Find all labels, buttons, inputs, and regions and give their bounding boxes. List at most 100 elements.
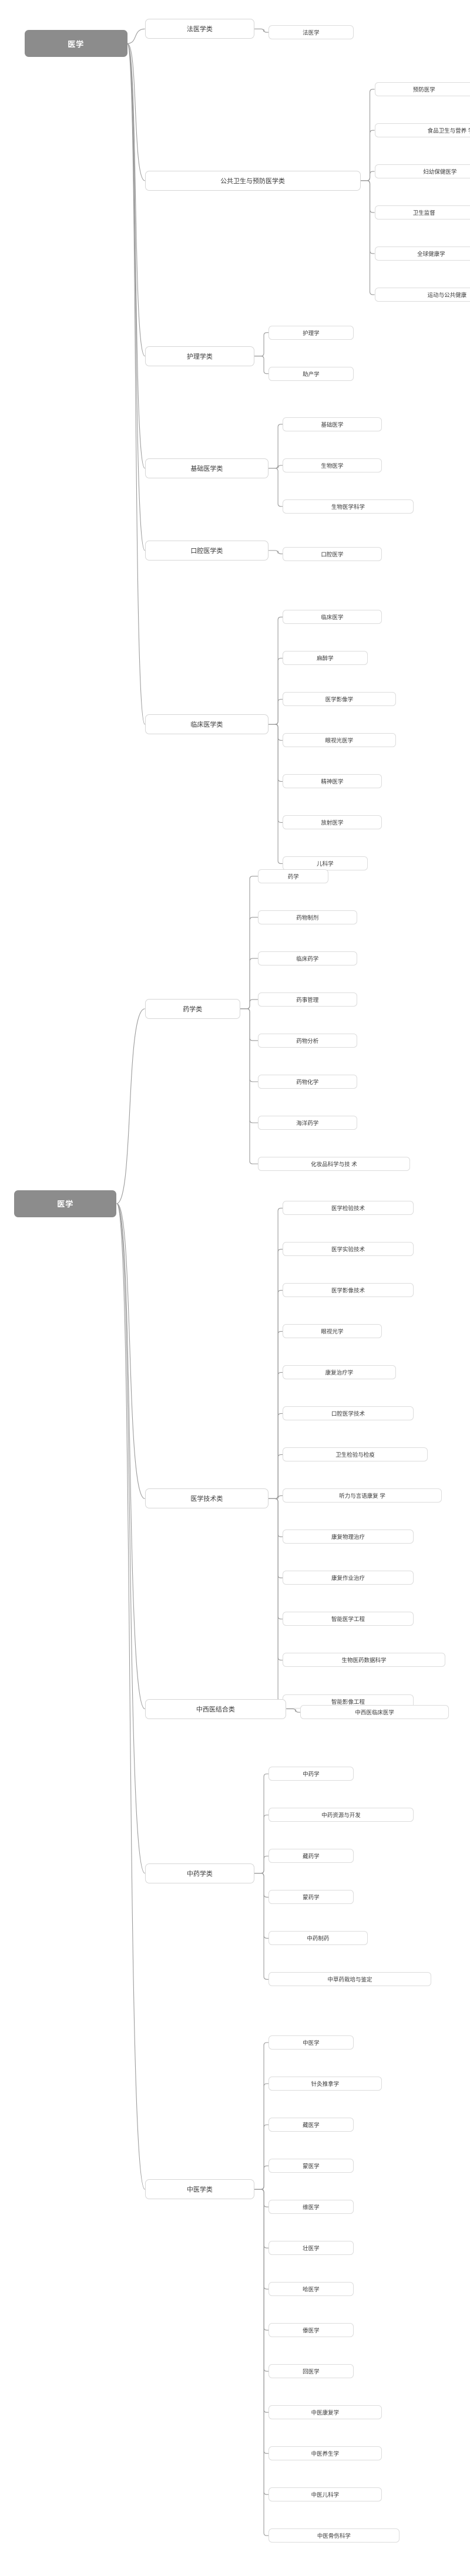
node-label: 化妆品科学与技 术 (311, 1162, 357, 1168)
mindmap-leaf-node[interactable]: 药物制剂 (258, 910, 357, 924)
mindmap-leaf-node[interactable]: 哈医学 (268, 2282, 354, 2297)
mindmap-leaf-node[interactable]: 回医学 (268, 2364, 354, 2379)
mindmap-leaf-node[interactable]: 临床药学 (258, 951, 357, 965)
node-label: 医学实验技术 (331, 1247, 365, 1254)
mindmap-category-node[interactable]: 护理学类 (145, 346, 255, 366)
mindmap-leaf-node[interactable]: 口腔医学技术 (283, 1406, 414, 1421)
mindmap-leaf-node[interactable]: 蒙医学 (268, 2159, 354, 2173)
mindmap-leaf-node[interactable]: 康复物理治疗 (283, 1530, 414, 1544)
mindmap-leaf-node[interactable]: 药事管理 (258, 992, 357, 1007)
mindmap-leaf-node[interactable]: 妇幼保健医学 (374, 164, 470, 179)
mindmap-leaf-node[interactable]: 食品卫生与营养 学 (374, 123, 470, 138)
mindmap-leaf-node[interactable]: 海洋药学 (258, 1116, 357, 1130)
mindmap-leaf-node[interactable]: 中药资源与开发 (268, 1808, 414, 1822)
mindmap-leaf-node[interactable]: 听力与言语康复 学 (283, 1488, 442, 1503)
mindmap-category-node[interactable]: 医学技术类 (145, 1488, 269, 1509)
mindmap-category-node[interactable]: 口腔医学类 (145, 540, 269, 561)
mindmap-leaf-node[interactable]: 预防医学 (374, 82, 470, 97)
node-label: 中医学类 (186, 2186, 213, 2194)
mindmap-category-node[interactable]: 法医学类 (145, 19, 255, 39)
node-label: 儿科学 (317, 861, 334, 868)
mindmap-leaf-node[interactable]: 中医康复学 (268, 2405, 382, 2420)
node-label: 药物分析 (296, 1038, 319, 1045)
node-label: 麻醉学 (317, 656, 334, 663)
mindmap-category-node[interactable]: 中医学类 (145, 2179, 255, 2200)
mindmap-leaf-node[interactable]: 眼视光学 (283, 1324, 382, 1339)
mindmap-leaf-node[interactable]: 傣医学 (268, 2323, 354, 2338)
node-label: 哈医学 (303, 2287, 320, 2294)
mindmap-leaf-node[interactable]: 针灸推拿学 (268, 2077, 382, 2091)
mindmap-leaf-node[interactable]: 医学检验技术 (283, 1201, 414, 1216)
mindmap-leaf-node[interactable]: 中医儿科学 (268, 2487, 382, 2502)
node-label: 中医骨伤科学 (317, 2533, 351, 2540)
mindmap-category-node[interactable]: 药学类 (145, 998, 240, 1019)
mindmap-leaf-node[interactable]: 法医学 (268, 25, 354, 40)
mindmap-leaf-node[interactable]: 中医学 (268, 2035, 354, 2050)
mindmap-leaf-node[interactable]: 康复治疗学 (283, 1365, 396, 1380)
node-label: 中药制药 (307, 1936, 330, 1943)
node-label: 医学检验技术 (331, 1206, 365, 1213)
mindmap-category-node[interactable]: 中西医结合类 (145, 1699, 287, 1719)
node-label: 医学影像学 (325, 697, 354, 704)
mindmap-leaf-node[interactable]: 医学影像技术 (283, 1283, 414, 1298)
node-label: 卫生监督 (412, 210, 435, 217)
mindmap-leaf-node[interactable]: 康复作业治疗 (283, 1571, 414, 1585)
mindmap-leaf-node[interactable]: 中医养生学 (268, 2446, 382, 2461)
mindmap-leaf-node[interactable]: 卫生检验与检疫 (283, 1447, 428, 1462)
mindmap-leaf-node[interactable]: 生物医学科学 (283, 499, 414, 514)
node-label: 智能医学工程 (331, 1616, 365, 1623)
node-label: 中医养生学 (311, 2451, 340, 2458)
mindmap-leaf-node[interactable]: 临床医学 (283, 610, 382, 624)
node-label: 运动与公共健康 (427, 292, 467, 299)
mindmap-leaf-node[interactable]: 放射医学 (283, 815, 382, 830)
mindmap-leaf-node[interactable]: 卫生监督 (374, 205, 470, 220)
mindmap-leaf-node[interactable]: 中草药栽培与鉴定 (268, 1972, 431, 1987)
node-label: 中药资源与开发 (321, 1812, 361, 1819)
node-label: 生物医学科学 (331, 504, 365, 511)
mindmap-leaf-node[interactable]: 助产学 (268, 366, 354, 381)
mindmap-leaf-node[interactable]: 生物医学 (283, 458, 382, 472)
mindmap-leaf-node[interactable]: 护理学 (268, 325, 354, 340)
mindmap-leaf-node[interactable]: 儿科学 (283, 856, 368, 871)
mindmap-leaf-node[interactable]: 蒙药学 (268, 1890, 354, 1905)
mindmap-leaf-node[interactable]: 壮医学 (268, 2241, 354, 2256)
mindmap-leaf-node[interactable]: 生物医药数据科学 (283, 1653, 445, 1667)
mindmap-leaf-node[interactable]: 医学影像学 (283, 692, 396, 707)
mindmap-leaf-node[interactable]: 医学实验技术 (283, 1242, 414, 1257)
mindmap-leaf-node[interactable]: 基础医学 (283, 417, 382, 431)
mindmap-category-node[interactable]: 基础医学类 (145, 458, 269, 478)
mindmap-leaf-node[interactable]: 精神医学 (283, 774, 382, 789)
mindmap-root-node[interactable]: 医学 (25, 30, 127, 58)
mindmap-category-node[interactable]: 临床医学类 (145, 714, 269, 735)
mindmap-leaf-node[interactable]: 口腔医学 (283, 546, 382, 561)
mindmap-category-node[interactable]: 中药学类 (145, 1863, 255, 1883)
mindmap-leaf-node[interactable]: 中药制药 (268, 1931, 368, 1946)
node-label: 壮医学 (303, 2246, 320, 2253)
node-label: 全球健康学 (417, 251, 445, 258)
node-label: 药事管理 (296, 997, 319, 1004)
mindmap-leaf-node[interactable]: 中医骨伤科学 (268, 2528, 400, 2543)
mindmap-leaf-node[interactable]: 中西医临床医学 (300, 1705, 449, 1720)
mindmap-leaf-node[interactable]: 眼视光医学 (283, 733, 396, 748)
mindmap-leaf-node[interactable]: 全球健康学 (374, 247, 470, 261)
node-label: 医学影像技术 (331, 1288, 365, 1295)
mindmap-leaf-node[interactable]: 药物分析 (258, 1033, 357, 1048)
mindmap-root-node[interactable]: 医学 (14, 1190, 117, 1217)
mindmap-leaf-node[interactable]: 藏医学 (268, 2118, 354, 2132)
mindmap-leaf-node[interactable]: 藏药学 (268, 1849, 354, 1863)
mindmap-leaf-node[interactable]: 麻醉学 (283, 651, 368, 666)
mindmap-leaf-node[interactable]: 化妆品科学与技 术 (258, 1157, 410, 1171)
mindmap-leaf-node[interactable]: 中药学 (268, 1767, 354, 1781)
node-label: 听力与言语康复 学 (339, 1493, 385, 1500)
node-label: 康复物理治疗 (331, 1534, 365, 1541)
node-label: 藏医学 (303, 2122, 320, 2129)
node-label: 医学 (57, 1200, 74, 1209)
mindmap-leaf-node[interactable]: 运动与公共健康 (374, 288, 470, 302)
mindmap-leaf-node[interactable]: 维医学 (268, 2200, 354, 2214)
node-label: 护理学类 (186, 353, 213, 360)
mindmap-leaf-node[interactable]: 智能医学工程 (283, 1612, 414, 1626)
mindmap-leaf-node[interactable]: 药物化学 (258, 1074, 357, 1089)
mindmap-category-node[interactable]: 公共卫生与预防医学类 (145, 170, 361, 191)
mindmap-leaf-node[interactable]: 药学 (258, 869, 329, 883)
node-label: 口腔医学技术 (331, 1411, 365, 1418)
